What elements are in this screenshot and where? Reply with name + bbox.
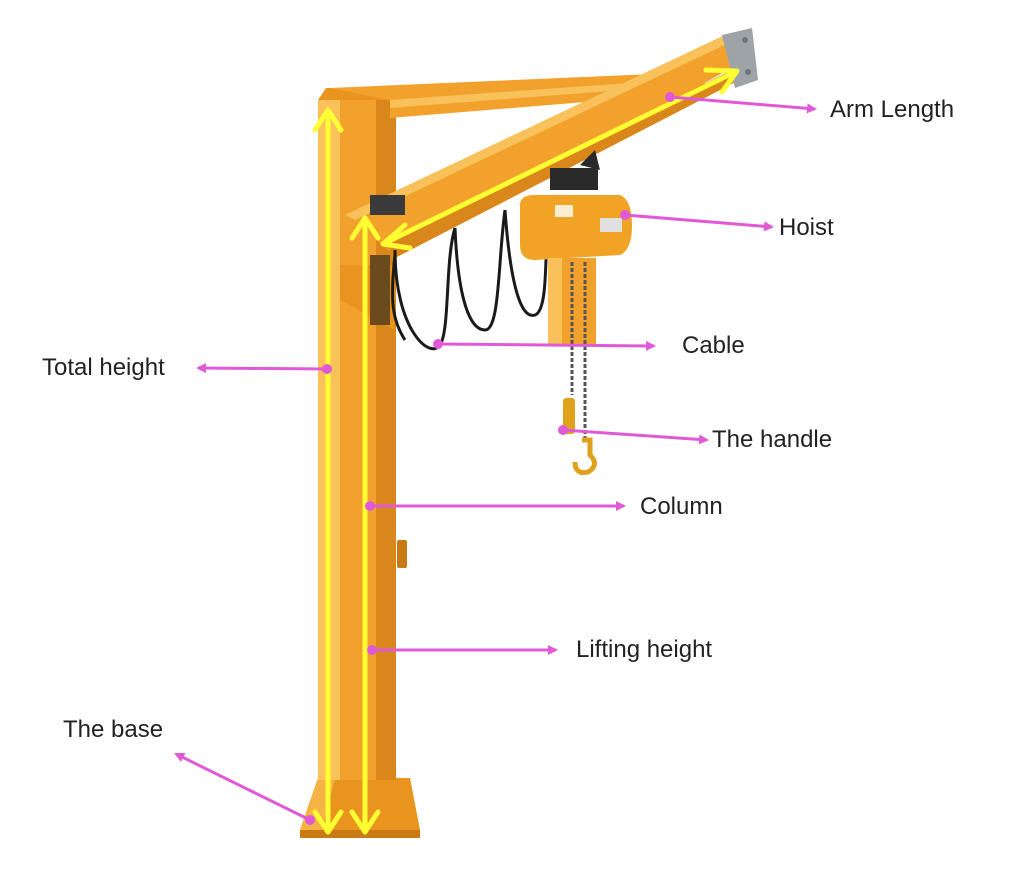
label-the-base: The base: [63, 716, 164, 743]
handle-callout-arrow: [558, 425, 709, 445]
label-lifting-height: Lifting height: [576, 636, 713, 663]
label-cable: Cable: [682, 332, 745, 359]
dimension-arrows: [312, 67, 740, 835]
base-callout-arrow: [174, 752, 315, 825]
hoist-callout-arrow: [620, 210, 774, 232]
label-arm-length: Arm Length: [830, 96, 955, 123]
hoist-unit: [520, 150, 632, 475]
label-total-height: Total height: [42, 354, 165, 381]
cable-callout-arrow: [433, 339, 656, 351]
total-height-callout-arrow: [196, 363, 332, 374]
label-the-handle: The handle: [712, 426, 833, 453]
crane-base: [300, 778, 420, 838]
label-column: Column: [640, 493, 723, 520]
lifting-height-callout-arrow: [367, 645, 558, 655]
arm-length-callout-arrow: [665, 92, 817, 114]
callout-arrows: [174, 92, 817, 825]
column-callout-arrow: [365, 501, 626, 511]
label-hoist: Hoist: [779, 214, 834, 241]
